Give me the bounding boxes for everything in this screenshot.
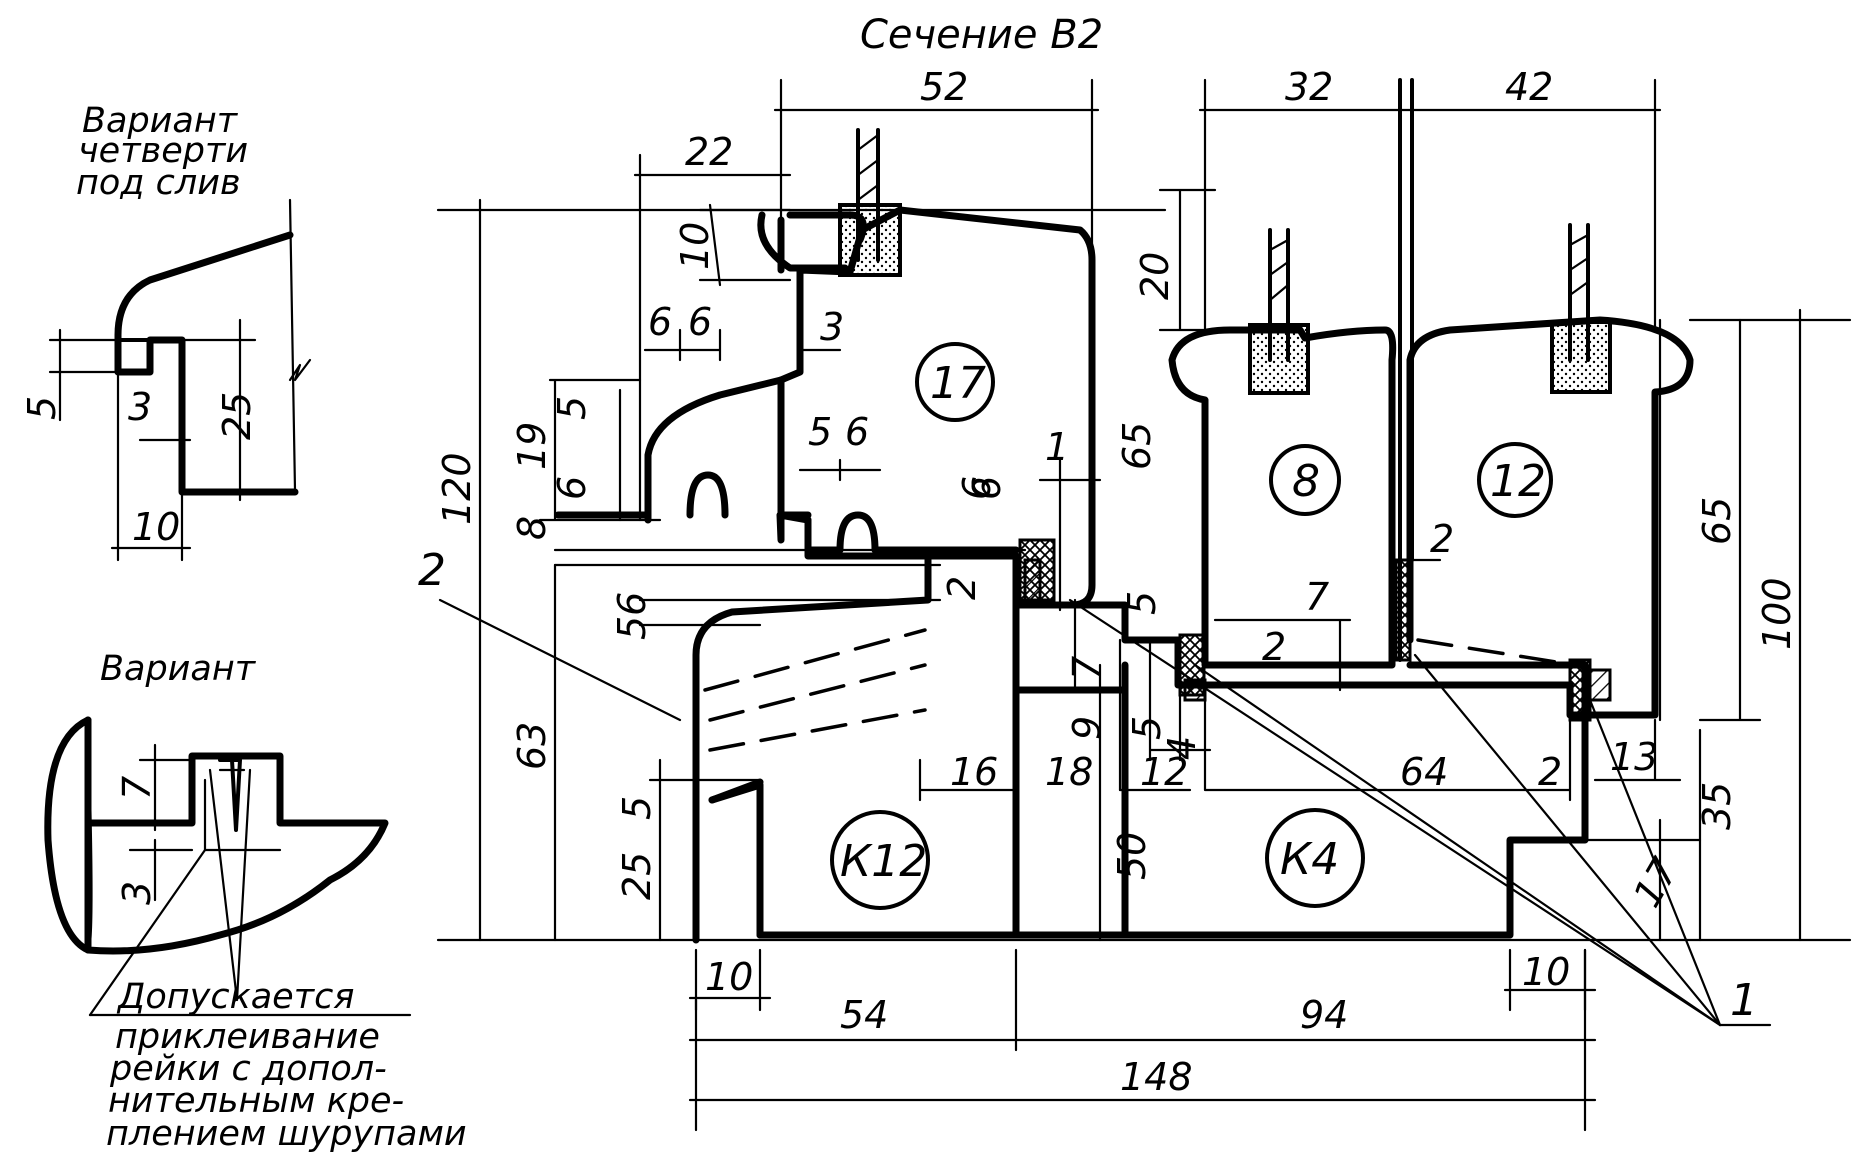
seal-right — [1568, 658, 1592, 722]
dim-54: 54 — [840, 993, 888, 1037]
dim-22: 22 — [685, 130, 733, 174]
dim-65-right: 65 — [1695, 497, 1739, 545]
dim-25: 25 — [615, 852, 659, 900]
dim-5-c: 5 — [1120, 591, 1164, 615]
variant-quarter-group: Вариант четверти под слив 5 3 25 10 — [20, 101, 312, 562]
dim-7-a: 7 — [1065, 656, 1109, 680]
variant-bottom-profile — [84, 716, 389, 955]
dim-32: 32 — [1285, 65, 1333, 109]
dim-6-f: 6 — [955, 476, 999, 500]
dim-19: 19 — [510, 422, 554, 470]
vq-dim-25: 25 — [215, 392, 259, 440]
dim-148: 148 — [1120, 1055, 1193, 1099]
dim-65-left: 65 — [1115, 422, 1159, 470]
dim-42: 42 — [1505, 65, 1553, 109]
dim-7-b: 7 — [1305, 575, 1329, 619]
vb-note-5: плением шурупами — [106, 1114, 467, 1154]
dim-64: 64 — [1400, 750, 1448, 794]
part-8-label: 8 — [1292, 456, 1320, 507]
dim-52: 52 — [920, 65, 968, 109]
part-17-label: 17 — [930, 358, 986, 409]
dim-12: 12 — [1140, 750, 1188, 794]
vb-note-4: нительным кре- — [108, 1081, 404, 1121]
part-8-circle — [1269, 444, 1341, 516]
part-k12-circle — [830, 810, 930, 910]
part-17-circle — [915, 342, 995, 422]
dim-2-a: 2 — [940, 576, 984, 600]
dim-17: 17 — [1625, 851, 1687, 915]
dim-2-c: 2 — [1430, 517, 1454, 561]
dim-10-top: 10 — [673, 222, 717, 270]
dimension-texts: 52 22 32 42 20 10 120 19 5 6 8 6 6 5 6 3… — [435, 65, 1799, 1099]
variant-bottom-group: Вариант 7 3 Допускается приклеивание рей… — [44, 649, 467, 1154]
dim-120: 120 — [435, 452, 479, 525]
variant-quarter-outline — [114, 231, 299, 496]
vb-note-3: рейки с допол- — [109, 1049, 387, 1089]
dim-5-d: 5 — [615, 796, 659, 820]
part-labels: 17 8 12 К12 К4 2 1 — [418, 342, 1758, 1026]
dim-5-a: 5 — [550, 396, 594, 420]
variant-bottom-caption: Вариант — [100, 649, 257, 689]
vb-note-1: Допускается — [116, 977, 354, 1017]
vb-dim-7: 7 — [115, 776, 159, 800]
dim-18: 18 — [1045, 750, 1093, 794]
dim-6-c: 6 — [688, 300, 712, 344]
dim-20: 20 — [1133, 252, 1177, 300]
dim-5-b: 5 — [808, 410, 832, 454]
variant-quarter-caption-2: четверти — [78, 131, 248, 171]
dim-9: 9 — [1065, 716, 1109, 740]
part-k4-label: К4 — [1280, 834, 1339, 885]
dim-5-e: 5 — [1125, 716, 1169, 740]
dim-6-d: 6 — [845, 410, 869, 454]
variant-quarter-caption-3: под слив — [76, 163, 241, 203]
sash-12-outline — [1406, 316, 1694, 719]
vb-dim-3: 3 — [115, 881, 159, 905]
dim-56: 56 — [610, 592, 654, 640]
dim-8: 8 — [510, 516, 554, 540]
section-title: Сечение В2 — [860, 12, 1103, 58]
dim-13: 13 — [1610, 735, 1658, 779]
part-k12-label: К12 — [840, 836, 927, 887]
dimension-lines — [436, 78, 1852, 1132]
part-12-label: 12 — [1490, 456, 1546, 507]
dim-50: 50 — [1110, 832, 1154, 880]
dim-1: 1 — [1045, 425, 1069, 469]
stop-hatch-3 — [1588, 668, 1612, 702]
dim-6-a: 6 — [550, 476, 594, 500]
callout-2: 2 — [418, 545, 446, 596]
callout-1: 1 — [1730, 975, 1758, 1026]
dim-94: 94 — [1300, 993, 1348, 1037]
dim-2-d: 2 — [1538, 750, 1562, 794]
dim-35: 35 — [1695, 782, 1739, 830]
vq-dim-5: 5 — [20, 396, 64, 420]
dim-100: 100 — [1755, 577, 1799, 650]
part-12-circle — [1477, 442, 1553, 518]
dim-10-right: 10 — [1522, 950, 1570, 994]
part-k4-circle — [1265, 808, 1365, 908]
dim-2-b: 2 — [1262, 625, 1286, 669]
stop-hatch-1 — [1023, 558, 1042, 602]
dim-6-b: 6 — [648, 300, 672, 344]
dim-63: 63 — [510, 722, 554, 770]
vq-dim-3: 3 — [128, 385, 152, 429]
dim-16: 16 — [950, 750, 998, 794]
variant-quarter-caption-1: Вариант — [82, 101, 239, 141]
dim-10-left: 10 — [705, 955, 753, 999]
dim-3: 3 — [820, 305, 844, 349]
vq-dim-10: 10 — [132, 505, 180, 549]
dim-4: 4 — [1160, 736, 1204, 760]
vb-note-2: приклеивание — [115, 1017, 380, 1057]
dim-6-e: 6 — [965, 476, 1009, 500]
